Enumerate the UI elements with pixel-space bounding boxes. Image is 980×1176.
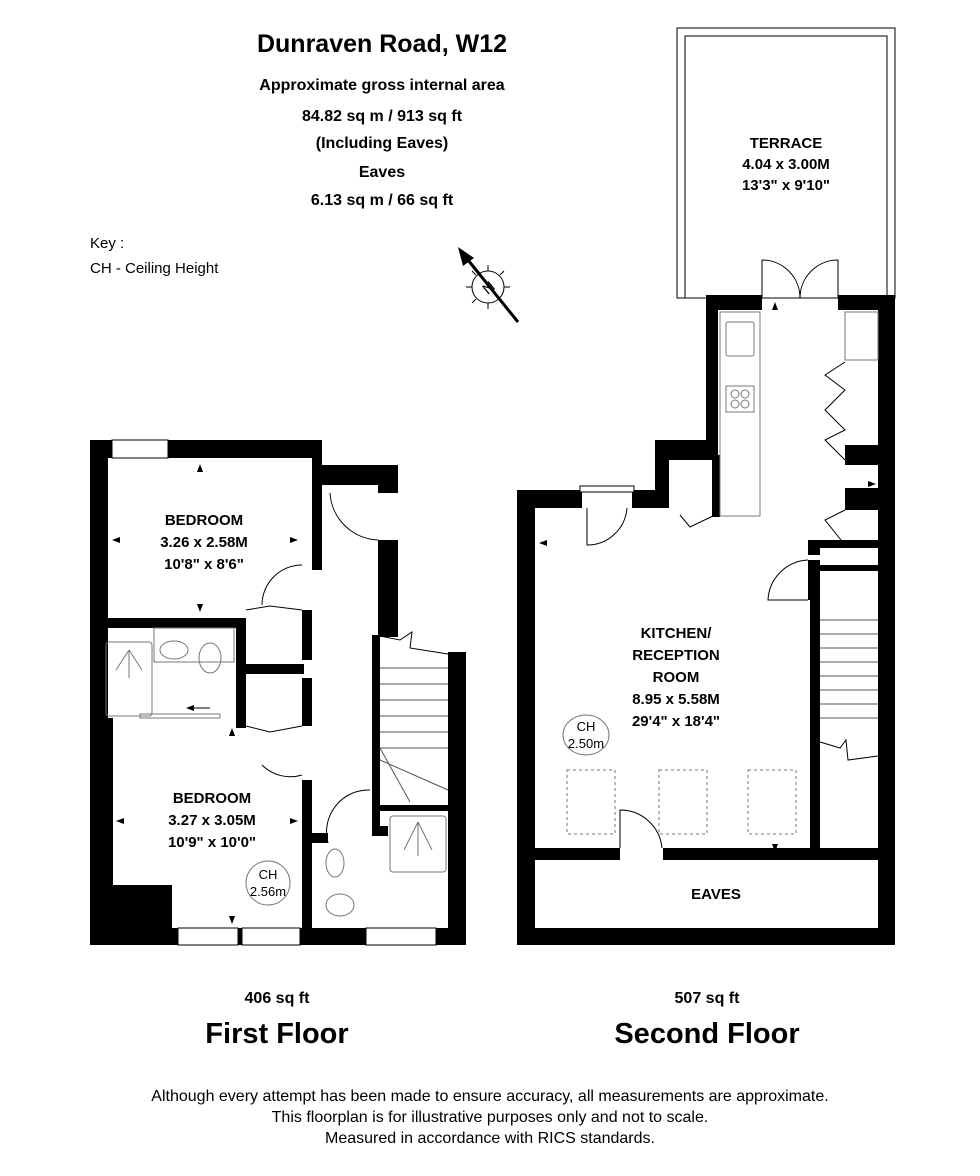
terrace-imperial: 13'3" x 9'10" bbox=[742, 177, 830, 194]
kitchen-imperial: 29'4" x 18'4" bbox=[632, 713, 720, 730]
kitchen-name-line1: KITCHEN/ bbox=[641, 625, 713, 642]
second-floor-area: 507 sq ft bbox=[675, 990, 741, 1007]
terrace-name: TERRACE bbox=[750, 135, 823, 152]
first-floor-area: 406 sq ft bbox=[245, 990, 311, 1007]
north-arrow-icon: N bbox=[458, 247, 520, 323]
bedroom-2-name: BEDROOM bbox=[173, 790, 251, 807]
total-area: 84.82 sq m / 913 sq ft bbox=[302, 108, 463, 125]
first-floor-title: First Floor bbox=[205, 1018, 348, 1050]
property-title: Dunraven Road, W12 bbox=[257, 30, 507, 58]
second-floor-title: Second Floor bbox=[614, 1018, 799, 1050]
eaves-area: 6.13 sq m / 66 sq ft bbox=[311, 192, 454, 209]
area-subtitle: Approximate gross internal area bbox=[259, 77, 505, 94]
ceiling-height-label: CH bbox=[577, 719, 596, 734]
kitchen-name-line2: RECEPTION bbox=[632, 647, 720, 664]
including-note: (Including Eaves) bbox=[316, 135, 448, 152]
ceiling-height-badge bbox=[562, 714, 610, 756]
kitchen-metric: 8.95 x 5.58M bbox=[632, 691, 720, 708]
ceiling-height-value: 2.56m bbox=[250, 884, 286, 899]
disclaimer-line-1: Although every attempt has been made to … bbox=[151, 1088, 828, 1105]
bedroom-1-imperial: 10'8" x 8'6" bbox=[164, 556, 244, 573]
ceiling-height-badge bbox=[245, 860, 291, 906]
bedroom-2-metric: 3.27 x 3.05M bbox=[168, 812, 256, 829]
eaves-room-label: EAVES bbox=[691, 886, 741, 903]
ceiling-height-value: 2.50m bbox=[568, 736, 604, 751]
bedroom-2-imperial: 10'9" x 10'0" bbox=[168, 834, 256, 851]
ceiling-height-label: CH bbox=[259, 867, 278, 882]
kitchen-name-line3: ROOM bbox=[653, 669, 700, 686]
bedroom-1-metric: 3.26 x 2.58M bbox=[160, 534, 248, 551]
second-floor-plan bbox=[517, 27, 896, 945]
first-floor-plan bbox=[90, 439, 466, 946]
key-title: Key : bbox=[90, 235, 124, 252]
terrace-metric: 4.04 x 3.00M bbox=[742, 156, 830, 173]
disclaimer-line-2: This floorplan is for illustrative purpo… bbox=[272, 1109, 709, 1126]
key-entry: CH - Ceiling Height bbox=[90, 260, 219, 277]
bedroom-1-name: BEDROOM bbox=[165, 512, 243, 529]
disclaimer-line-3: Measured in accordance with RICS standar… bbox=[325, 1130, 655, 1147]
eaves-label: Eaves bbox=[359, 164, 405, 181]
